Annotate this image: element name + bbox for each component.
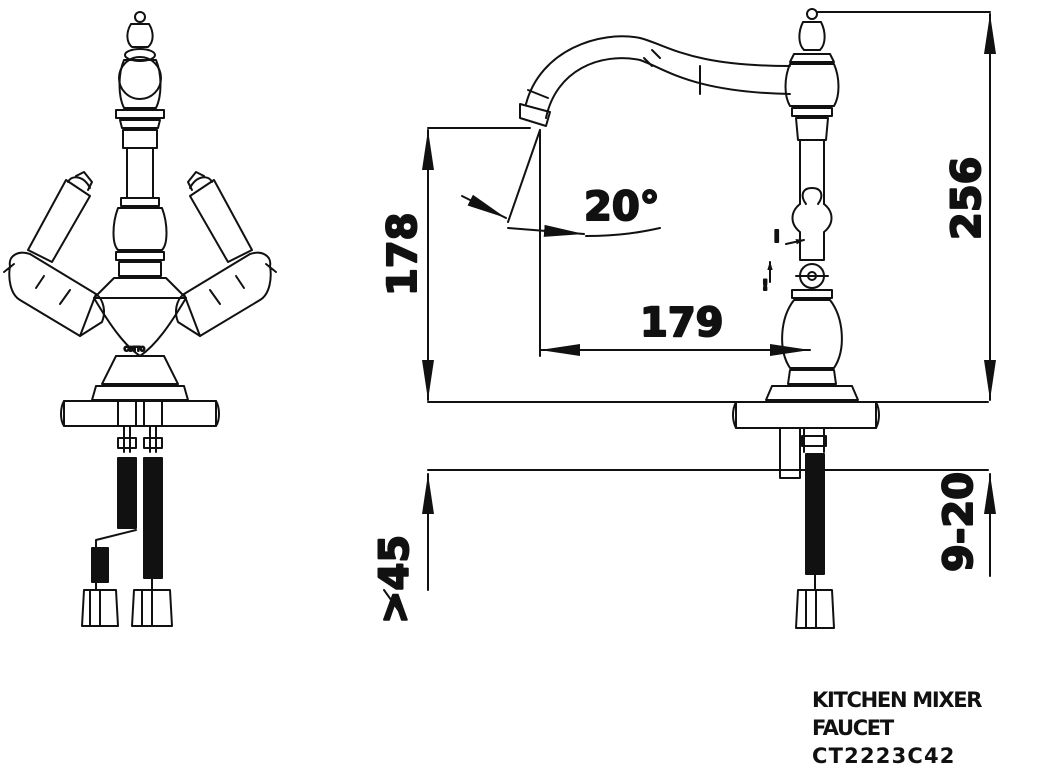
dim-deck-thickness: 9-20 [936,472,982,572]
dim-spout-height: 178 [380,213,426,297]
side-body [765,8,859,401]
technical-drawing: COTTO [3,8,996,629]
handle-left [3,171,105,337]
product-caption: KITCHEN MIXER FAUCET CT2223C42 [812,686,1056,770]
product-code: CT2223C42 [812,744,956,768]
supply-hoses-front [81,401,173,627]
spout [519,35,791,127]
dim-hole-min: >45 [372,535,418,624]
cold-mark: ! [762,278,768,294]
brand-mark: COTTO [124,346,145,353]
dim-spout-reach: 179 [640,300,724,346]
product-name: KITCHEN MIXER FAUCET [812,688,982,740]
dimension-lines [383,11,996,619]
lever-marks: i ! [761,226,805,295]
hot-mark: i [774,227,779,246]
dimension-labels: 178 >45 179 20° 256 9-20 [371,156,991,626]
side-view: i ! [427,8,989,629]
center-body [91,11,189,401]
dim-swivel-angle: 20° [584,184,660,230]
supply-hoses-side [779,427,835,629]
countertop-side [427,401,989,471]
handle-right [175,171,277,337]
front-view: COTTO [3,11,277,627]
dim-total-height: 256 [944,157,990,241]
countertop-front [60,400,220,427]
